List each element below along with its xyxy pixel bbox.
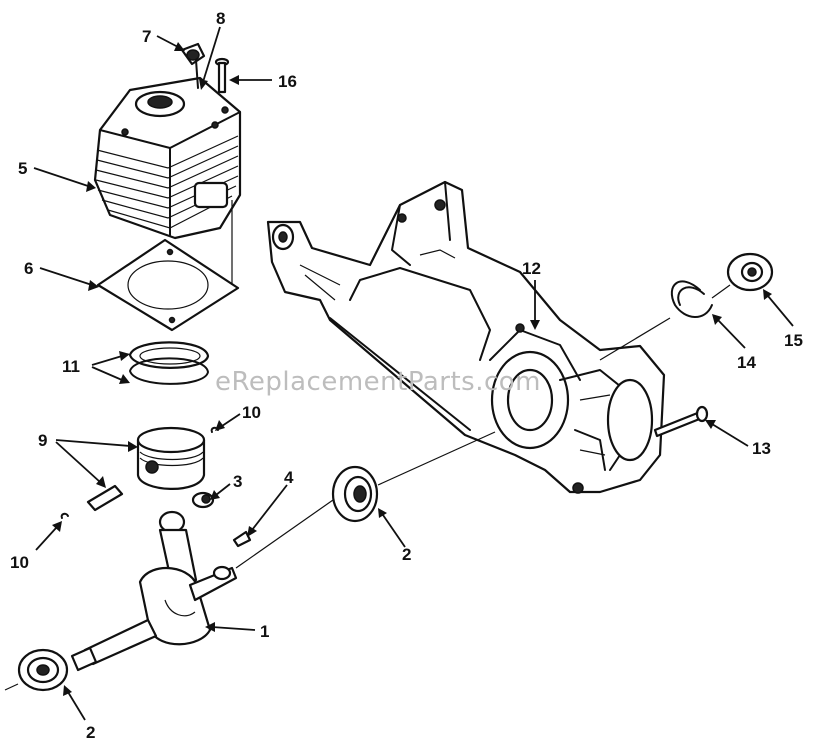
callout-7: 7 [142, 27, 151, 46]
piston-part [136, 426, 206, 490]
callout-9: 9 [38, 431, 47, 450]
callout-10-top: 10 [242, 403, 261, 422]
callout-11: 11 [62, 357, 80, 376]
ball-bearing-right-part [331, 465, 379, 523]
callout-12: 12 [522, 259, 541, 278]
callout-15: 15 [784, 331, 803, 350]
retaining-ring-part [670, 280, 713, 318]
oil-seal-part [726, 252, 774, 292]
callout-1: 1 [260, 622, 269, 641]
key-part [232, 530, 252, 548]
piston-rings-part [128, 341, 210, 385]
callout-3: 3 [233, 472, 242, 491]
callout-5: 5 [18, 159, 27, 178]
gasket-part [96, 238, 240, 332]
callout-16: 16 [278, 72, 297, 91]
callout-8: 8 [216, 9, 225, 28]
crankcase-part [266, 180, 666, 494]
crankcase-screw-part [653, 405, 709, 438]
crankshaft-part [70, 510, 238, 672]
piston-pin-part [86, 484, 124, 512]
callout-10-bottom: 10 [10, 553, 29, 572]
circlip-left-part [60, 512, 69, 519]
cylinder-part [93, 76, 242, 240]
ball-bearing-left-part [17, 648, 69, 692]
watermark-text: eReplacementParts.com [215, 367, 541, 397]
callout-13: 13 [752, 439, 771, 458]
callout-14: 14 [737, 353, 756, 372]
spark-plug-part [180, 42, 206, 66]
callout-arrows [33, 26, 794, 721]
callout-6: 6 [24, 259, 33, 278]
callout-2-bottom: 2 [86, 723, 95, 742]
cylinder-screw-part [214, 57, 230, 94]
callout-2-right: 2 [402, 545, 411, 564]
needle-bearing-part [191, 491, 215, 509]
callout-4: 4 [284, 468, 294, 487]
assembly-lines [4, 200, 731, 691]
pin-part [195, 59, 199, 89]
